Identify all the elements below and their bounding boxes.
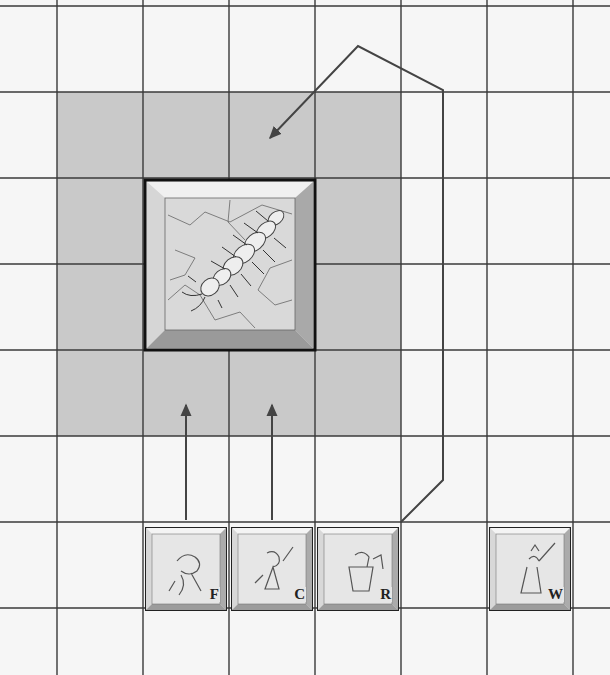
move-arrows xyxy=(186,46,443,522)
token-letter: F xyxy=(209,587,220,602)
hero-token: F xyxy=(145,527,227,611)
token-letter: R xyxy=(379,587,392,602)
token-letter: W xyxy=(547,587,564,602)
hero-token: W xyxy=(489,527,571,611)
monster-token xyxy=(145,180,315,350)
hero-token: C xyxy=(231,527,313,611)
token-letter: C xyxy=(293,587,306,602)
hero-token: R xyxy=(317,527,399,611)
